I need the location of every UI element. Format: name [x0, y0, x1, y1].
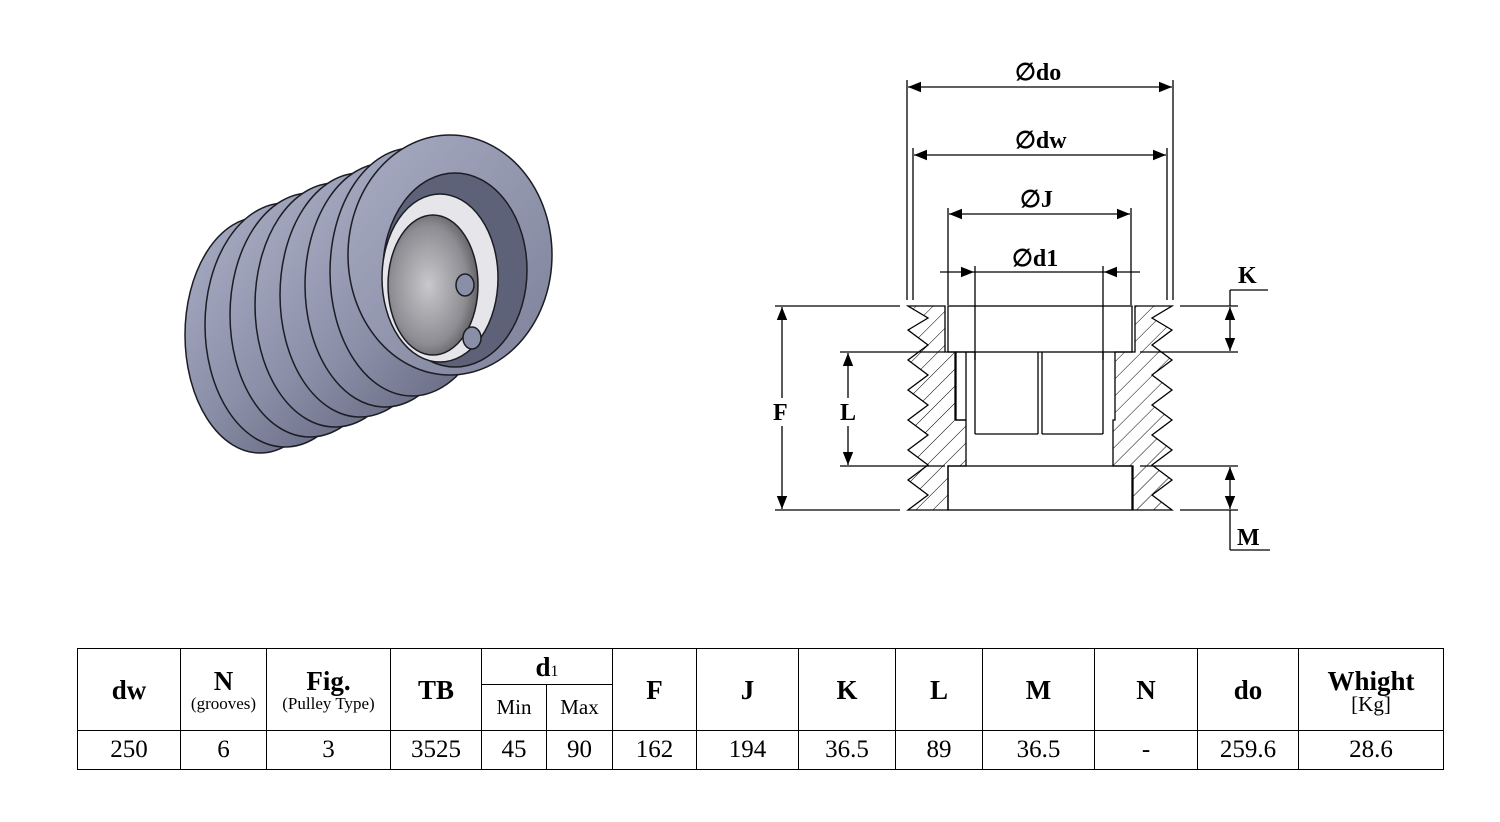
header-m: M: [982, 648, 1095, 731]
right-wall-section: [1112, 305, 1175, 511]
header-d1: d1: [481, 648, 613, 685]
header-n2: N: [1094, 648, 1198, 731]
cell-m: 36.5: [982, 730, 1095, 770]
header-do: do: [1197, 648, 1299, 731]
cross-section-drawing: ∅do ∅dw ∅J ∅d1: [773, 60, 1270, 551]
dim-label-k: K: [1238, 263, 1257, 289]
cell-k: 36.5: [798, 730, 896, 770]
header-weight: Whight[Kg]: [1298, 648, 1444, 731]
dim-label-f: F: [773, 400, 788, 426]
header-l: L: [895, 648, 983, 731]
header-d1-min: Min: [481, 684, 547, 731]
cell-weight: 28.6: [1298, 730, 1444, 770]
cell-fig: 3: [266, 730, 391, 770]
dim-label-l: L: [840, 400, 856, 426]
cell-j: 194: [696, 730, 799, 770]
header-d1-max: Max: [546, 684, 613, 731]
header-k: K: [798, 648, 896, 731]
pulley-3d-illustration: [184, 134, 553, 454]
cell-d1-max: 90: [546, 730, 613, 770]
header-tb: TB: [390, 648, 482, 731]
cell-n2: -: [1094, 730, 1198, 770]
header-dw: dw: [77, 648, 181, 731]
dim-label-j: ∅J: [1020, 187, 1053, 213]
cell-do: 259.6: [1197, 730, 1299, 770]
header-fig: Fig.(Pulley Type): [266, 648, 391, 731]
cell-n: 6: [180, 730, 267, 770]
cell-l: 89: [895, 730, 983, 770]
header-n: N(grooves): [180, 648, 267, 731]
header-j: J: [696, 648, 799, 731]
cell-d1-min: 45: [481, 730, 547, 770]
left-wall-section: [905, 305, 967, 511]
cell-dw: 250: [77, 730, 181, 770]
dim-label-do: ∅do: [1015, 60, 1061, 86]
dim-label-d1: ∅d1: [1012, 246, 1058, 272]
cell-f: 162: [612, 730, 697, 770]
header-f: F: [612, 648, 697, 731]
table-row: 250 6 3 3525 45 90 162 194 36.5 89 36.5 …: [77, 730, 1444, 770]
dim-label-m: M: [1237, 525, 1260, 551]
cell-tb: 3525: [390, 730, 482, 770]
spec-table: dw N(grooves) Fig.(Pulley Type) TB d1 F …: [77, 648, 1444, 770]
dim-label-dw: ∅dw: [1015, 128, 1067, 154]
